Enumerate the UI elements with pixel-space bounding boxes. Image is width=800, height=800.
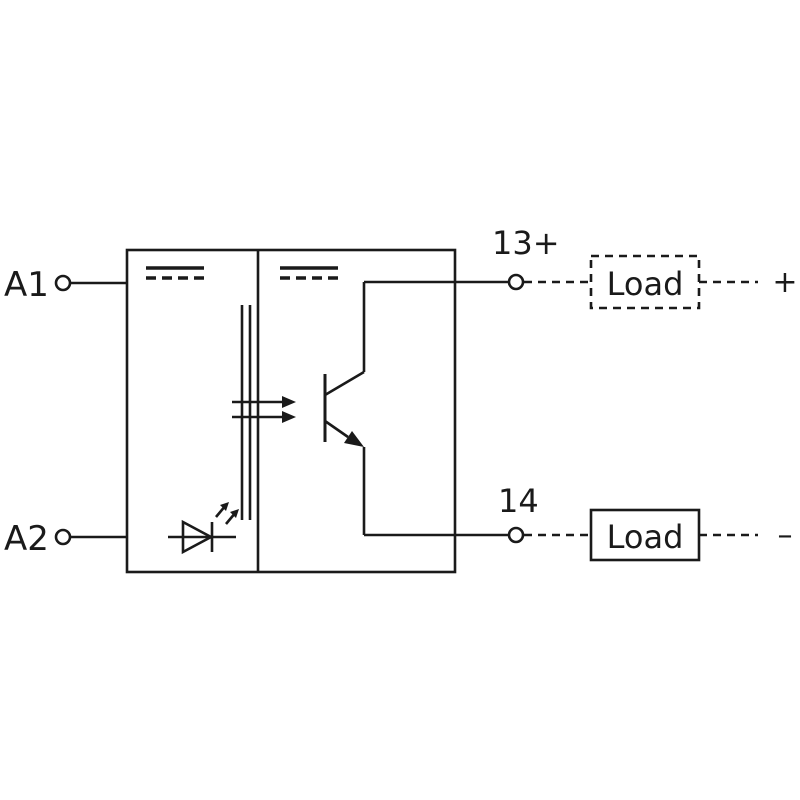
polarity-plus: + <box>772 265 797 300</box>
terminal-13 <box>507 273 525 291</box>
terminal-a2 <box>54 528 72 546</box>
label-a2: A2 <box>4 519 49 559</box>
label-14: 14 <box>498 482 539 520</box>
load-label-top: Load <box>607 265 684 303</box>
label-a1: A1 <box>4 265 49 305</box>
dc-symbol-input <box>146 266 204 280</box>
phototransistor-icon <box>323 280 508 537</box>
terminal-a1 <box>54 274 72 292</box>
load-label-bottom: Load <box>607 518 684 556</box>
load-box-bottom <box>589 508 701 562</box>
optical-barrier <box>240 305 252 520</box>
light-arrows-icon <box>232 396 296 423</box>
dc-symbol-output <box>280 266 338 280</box>
led-icon <box>168 502 239 555</box>
relay-housing <box>125 248 457 574</box>
load-box-top <box>589 254 701 310</box>
terminal-14 <box>507 526 525 544</box>
label-13: 13+ <box>492 224 560 262</box>
polarity-minus: – <box>778 518 793 553</box>
